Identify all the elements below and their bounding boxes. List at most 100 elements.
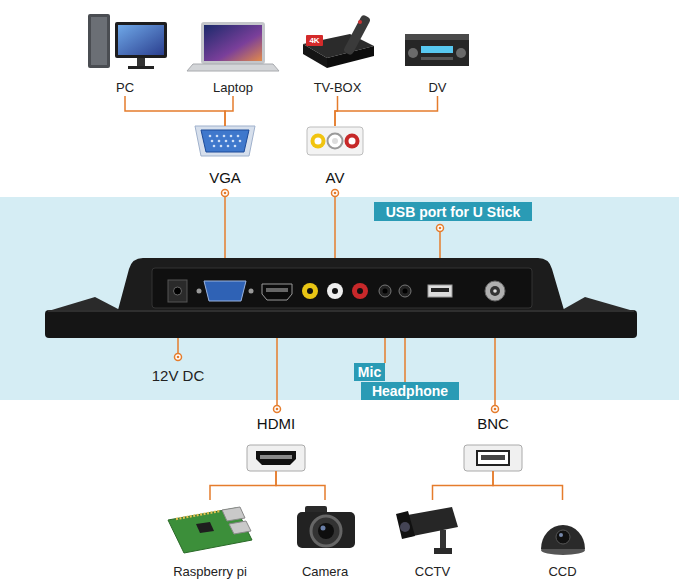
pc-stand [137,58,145,66]
connector-line [125,96,225,126]
ethernet-block [229,521,251,534]
dome-shell [541,525,585,549]
node-text: CCD [510,564,615,580]
bnc-pin [493,289,497,293]
node-text: PC [70,80,180,96]
connector-line [493,471,563,500]
node-text: DV [385,80,490,96]
laptop-lid [201,22,265,64]
vga-port [204,281,246,301]
port-label: 12V DC [128,367,228,385]
vga-screw [249,289,254,294]
rca-port-yellow [302,283,318,299]
port-icon: BNC [464,445,522,471]
rca-port-white [327,283,343,299]
monitor-housing [118,258,564,310]
camera-lens-glass [318,523,334,539]
device-box: PC [80,8,170,96]
port-panel [152,268,532,308]
node-text: Mic [354,363,385,381]
dc-jack [168,280,187,302]
4k-badge [306,35,323,46]
mic-jack [379,285,391,297]
laptop-screen [204,25,262,61]
node-text: Camera [275,564,375,580]
vga-connector-icon [195,126,255,156]
device-box: Camera [285,500,365,580]
rca-center [349,138,356,145]
bnc-port [485,281,505,301]
node-text: BNC [434,416,552,432]
usb-port [428,285,452,297]
receiver-knob [408,48,418,58]
lens-highlight [321,526,326,531]
port-tag: USB port for U Stick [374,202,532,221]
bnc-shape-inner [481,455,505,460]
device-box: Laptop [188,8,278,96]
av-connector-icon [307,127,363,155]
laptop-base [187,64,279,71]
jack-hole [383,289,388,294]
raspberry-pi-board [168,508,252,553]
port-tag: Mic [354,363,385,381]
cctv-lens [400,522,410,532]
device-box: Raspberry pi [160,500,260,580]
cctv-hood [396,511,415,539]
monitor-edge [48,311,634,312]
port-icon: AV [307,126,363,156]
vga-pins [209,135,242,148]
cctv-base [434,548,452,554]
connector-line [335,96,438,126]
tvbox-side [303,44,327,68]
rca-port-hole [332,288,338,294]
port-tag: Headphone [361,382,459,400]
rca-yellow [311,134,326,149]
camera-lens [311,516,341,546]
dome-lens [556,530,570,544]
device-box: DV [395,8,480,96]
device-box: TV-BOX [295,8,380,96]
hdmi-port-tongue [266,288,288,292]
rca-port-red [352,283,368,299]
remote-button [358,20,362,24]
hdmi-shape-tongue [260,455,292,459]
gpio-header [176,511,220,519]
rca-center [315,138,322,145]
connector-line [335,96,338,126]
badge-text: 4K [305,36,324,45]
connector-line [433,471,494,500]
hdmi-port [262,284,292,300]
vga-connector-face [201,130,249,152]
receiver-buttons [421,57,453,60]
background-band [0,197,679,400]
rca-port-hole [307,288,313,294]
receiver-top [405,34,469,40]
cpu-chip [196,522,214,533]
node-text: TV-BOX [285,80,390,96]
device-box: CCTV [390,500,475,580]
device-box: CCD [520,500,605,580]
usb-block [222,507,245,521]
rca-port-hole [357,288,363,294]
headphone-jack [399,285,411,297]
vga-screw [197,289,202,294]
monitor-wing [45,297,120,312]
node-text: Raspberry pi [150,564,270,580]
connector-line [210,471,276,500]
hdmi-connector-icon [247,445,305,471]
receiver-knob [456,48,466,58]
bnc-connector-icon [464,445,522,471]
bnc-port-inner [490,286,500,296]
dc-jack-hole [174,287,182,295]
node-text: VGA [165,170,285,186]
monitor-base [45,310,637,338]
port-icon: HDMI [247,445,305,471]
rca-red [345,134,360,149]
camera-body [297,512,355,548]
rca-center [332,138,338,144]
pc-base [128,66,154,69]
node-text: HDMI [217,416,335,432]
pc-screen [118,25,164,55]
